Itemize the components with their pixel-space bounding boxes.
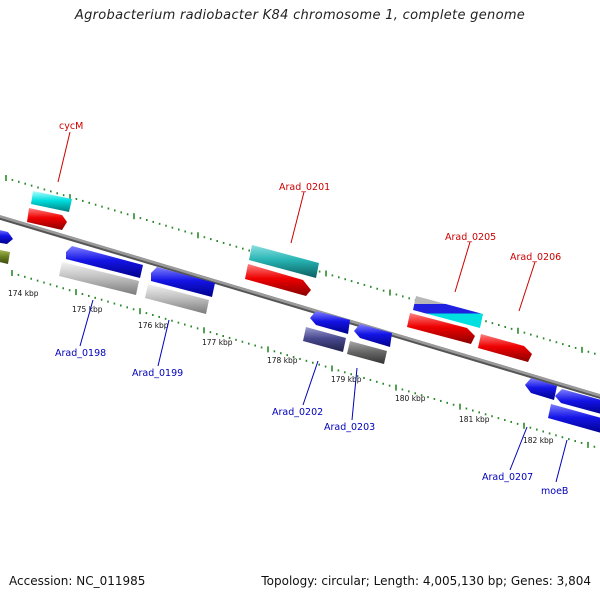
gene-features: [0, 191, 600, 434]
scale-label-176: 176 kbp: [138, 321, 169, 330]
topology-text: Topology: circular; Length: 4,005,130 bp…: [261, 574, 591, 588]
label-leaders: [57, 131, 568, 483]
gene-label-arad-0202[interactable]: Arad_0202: [272, 407, 323, 418]
gene-labels: cycM Arad_0201 Arad_0205 Arad_0206 Arad_…: [55, 121, 568, 497]
gene-feature-arad-0202-purple[interactable]: [303, 327, 346, 352]
gene-feature-arad-0202[interactable]: [310, 311, 350, 334]
gene-label-arad-0201[interactable]: Arad_0201: [279, 182, 330, 193]
gene-label-arad-0205[interactable]: Arad_0205: [445, 232, 496, 243]
scale-label-179: 179 kbp: [331, 375, 362, 384]
gene-feature[interactable]: [0, 229, 13, 244]
gene-feature[interactable]: [0, 249, 10, 264]
scale-label-175: 175 kbp: [72, 305, 103, 314]
scale-label-180: 180 kbp: [395, 394, 426, 403]
gene-label-arad-0203[interactable]: Arad_0203: [324, 422, 375, 433]
gene-label-arad-0198[interactable]: Arad_0198: [55, 348, 106, 359]
gene-label-arad-0199[interactable]: Arad_0199: [132, 368, 183, 379]
gene-label-arad-0207[interactable]: Arad_0207: [482, 472, 533, 483]
gene-feature-arad-0199[interactable]: [151, 267, 215, 297]
gene-label-cycm[interactable]: cycM: [59, 121, 83, 132]
scale-label-178: 178 kbp: [267, 356, 298, 365]
gene-label-moeb[interactable]: moeB: [541, 486, 568, 497]
scale-label-182: 182 kbp: [523, 436, 554, 445]
map-title: Agrobacterium radiobacter K84 chromosome…: [74, 8, 526, 23]
accession-text: Accession: NC_011985: [9, 574, 146, 588]
gene-label-arad-0206[interactable]: Arad_0206: [510, 252, 561, 263]
scale-label-177: 177 kbp: [202, 338, 233, 347]
gene-feature-arad-0207[interactable]: [525, 378, 557, 400]
gene-feature-moeb[interactable]: [555, 389, 600, 415]
gene-feature-arad-0198-gray[interactable]: [59, 262, 139, 295]
genome-backbone: [0, 215, 600, 399]
gene-feature-arad-0203[interactable]: [354, 324, 392, 347]
gene-feature-cycm-cyan[interactable]: [31, 191, 72, 212]
reverse-strand-ticks: [11, 270, 600, 450]
scale-label-174: 174 kbp: [8, 289, 39, 298]
gene-feature-arad-0203-dark[interactable]: [347, 341, 387, 364]
gene-feature-arad-0205-striped[interactable]: [413, 296, 483, 328]
gene-feature-cycm[interactable]: [27, 208, 67, 230]
gene-feature-arad-0198[interactable]: [66, 246, 143, 278]
gene-feature-arad-0199-gray[interactable]: [145, 284, 209, 314]
scale-label-181: 181 kbp: [459, 415, 490, 424]
scale-labels: 174 kbp 175 kbp 176 kbp 177 kbp 178 kbp …: [8, 289, 554, 445]
gene-feature-arad-0206[interactable]: [478, 334, 532, 362]
gene-feature-arad-0205[interactable]: [407, 313, 475, 344]
gene-feature-moeb-lower[interactable]: [548, 404, 600, 434]
gene-feature-arad-0201-teal[interactable]: [249, 245, 319, 278]
gene-feature-arad-0201[interactable]: [245, 264, 311, 296]
